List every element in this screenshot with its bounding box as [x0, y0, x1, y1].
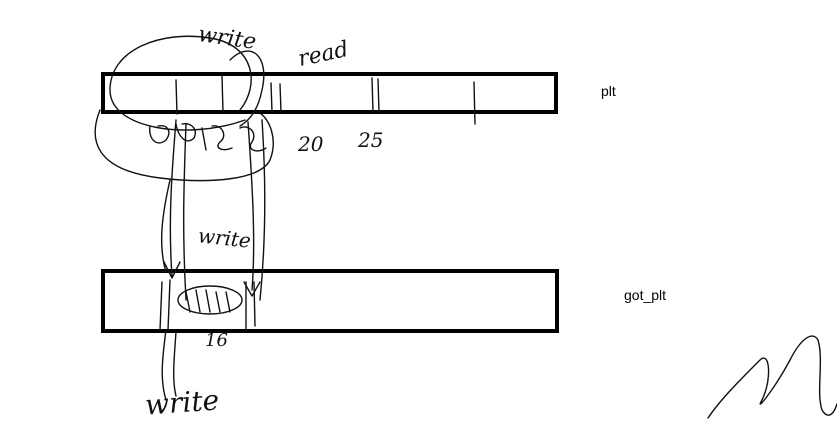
- got-plt-hatch: [185, 289, 231, 313]
- arrow-down-3: [247, 121, 255, 291]
- num-scribble-4: [211, 125, 233, 151]
- plt-tick-6: [175, 79, 178, 115]
- handwritten-25: 25: [358, 128, 384, 152]
- plt-tick-5: [473, 81, 476, 125]
- got-plt-lines: [159, 279, 256, 331]
- got-plt-ellipse: [177, 285, 243, 315]
- plt-label: plt: [601, 83, 616, 99]
- signature: [707, 335, 837, 419]
- num-scribble-5: [239, 126, 267, 152]
- plt-box: [101, 72, 558, 114]
- arrow-down-5: [160, 179, 171, 273]
- arrow-down-1: [169, 119, 177, 277]
- num-scribble-1: [149, 125, 170, 144]
- plt-tick-2: [279, 83, 282, 113]
- handwritten-20: 20: [298, 132, 324, 156]
- top-loop-2: [229, 50, 265, 127]
- arrow-down-2: [182, 123, 187, 301]
- got-plt-label: got_plt: [624, 287, 667, 303]
- handwritten-16: 16: [205, 330, 228, 351]
- plt-tick-1: [270, 82, 273, 113]
- top-loop: [109, 35, 252, 131]
- arrow-down-bottom-2: [172, 331, 177, 397]
- arrow-down-bottom: [161, 329, 167, 401]
- outer-curve: [94, 109, 274, 182]
- plt-tick-4: [377, 78, 380, 113]
- arrow-down-4: [259, 119, 266, 301]
- plt-tick-3: [371, 77, 374, 113]
- got-plt-box: [101, 269, 559, 333]
- plt-tick-7: [221, 75, 224, 113]
- num-scribble-3: [201, 127, 207, 151]
- arrowhead-1: [163, 261, 181, 279]
- num-scribble-2: [175, 123, 196, 142]
